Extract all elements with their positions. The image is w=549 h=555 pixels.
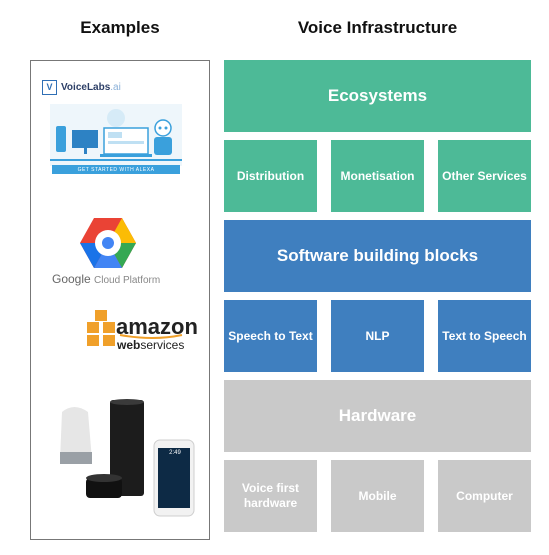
aws-subtitle: webservices	[117, 338, 185, 352]
voice-infrastructure-heading: Voice Infrastructure	[297, 18, 458, 37]
amazon-wordmark: amazon	[116, 314, 198, 339]
voicelabs-logo: V VoiceLabs.ai	[42, 78, 128, 96]
aws-boxes-icon	[87, 310, 115, 346]
software-building-blocks-block: Software building blocks	[224, 220, 531, 292]
other-services-block: Other Services	[438, 140, 531, 212]
mobile-block: Mobile	[331, 460, 424, 532]
examples-heading: Examples	[80, 18, 160, 37]
smart-speakers-illustration	[60, 399, 195, 517]
voicelabs-banner-caption: GET STARTED WITH ALEXA	[52, 165, 180, 174]
google-cloud-platform-text: Google Cloud Platform	[52, 272, 161, 286]
voicelabs-v-icon: V	[42, 79, 57, 95]
distribution-block: Distribution	[224, 140, 317, 212]
amazon-echo-icon	[110, 399, 144, 496]
voice-first-hardware-block: Voice first hardware	[224, 460, 317, 532]
echo-dot-icon	[86, 474, 122, 498]
monetisation-block: Monetisation	[331, 140, 424, 212]
amazon-smile-icon	[119, 334, 183, 339]
nlp-block: NLP	[331, 300, 424, 372]
robot-head-icon	[154, 119, 172, 137]
phone-screen-time: 2:49	[169, 450, 181, 456]
text-to-speech-block: Text to Speech	[438, 300, 531, 372]
voicelabs-wordmark: VoiceLabs.ai	[61, 81, 121, 93]
google-cloud-logo-icon	[80, 218, 136, 268]
google-home-icon	[60, 407, 92, 464]
phone-icon	[56, 126, 66, 152]
speech-to-text-block: Speech to Text	[224, 300, 317, 372]
hardware-block: Hardware	[224, 380, 531, 452]
computer-block: Computer	[438, 460, 531, 532]
ecosystems-block: Ecosystems	[224, 60, 531, 132]
voicelabs-illustration	[50, 104, 182, 166]
monitor-icon	[72, 130, 98, 148]
iphone-icon	[153, 439, 195, 517]
